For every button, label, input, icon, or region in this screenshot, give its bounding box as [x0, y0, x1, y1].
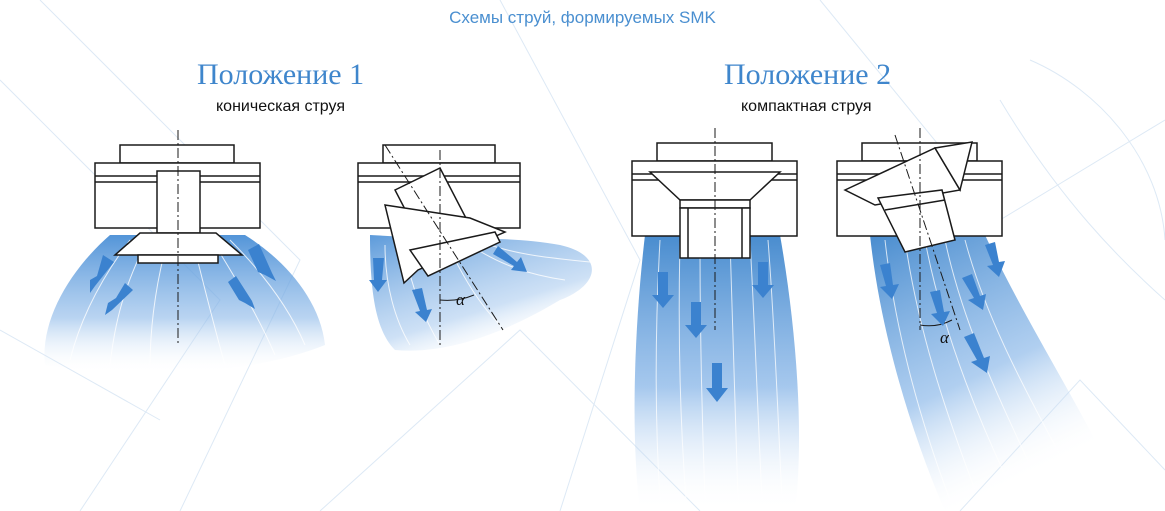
- angle-arc: [439, 294, 475, 301]
- flow-arrows: [90, 244, 276, 315]
- position-2-title: Положение 2: [724, 58, 892, 91]
- position-1-subtitle: коническая струя: [216, 98, 345, 115]
- position-2-subtitle: компактная струя: [741, 98, 872, 115]
- flow-arrows: [369, 246, 527, 322]
- unit-1-conical-straight: [44, 130, 325, 374]
- unit-4-compact-tilted: [836, 128, 1100, 511]
- angle-label-1: α: [456, 290, 465, 309]
- jet-compact-4: [870, 235, 1100, 511]
- diagram-title: Схемы струй, формируемых SMK: [449, 8, 716, 27]
- angle-label-2: α: [940, 328, 949, 347]
- angle-arc: [919, 319, 953, 327]
- nozzle: [843, 141, 974, 253]
- axis-line-tilted: [894, 134, 961, 331]
- flow-arrows: [880, 242, 1005, 373]
- unit-2-conical-tilted: [357, 144, 592, 351]
- position-1-title: Положение 1: [197, 58, 365, 91]
- axis-line-tilted: [384, 144, 504, 331]
- flow-arrows: [652, 262, 774, 402]
- jet-cone-1: [44, 235, 325, 374]
- unit-3-compact-straight: [631, 128, 800, 511]
